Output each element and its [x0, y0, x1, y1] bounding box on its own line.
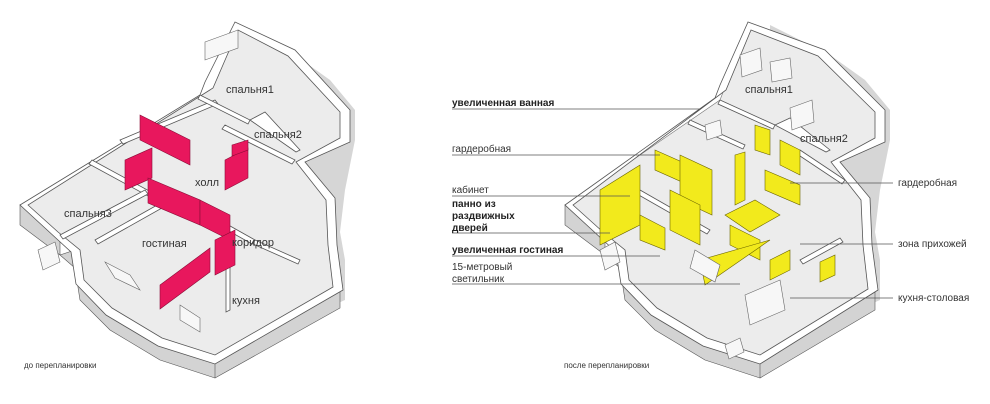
annotation-kitchen-dining: кухня-столовая — [898, 293, 969, 304]
caption-before: до перепланировки — [24, 361, 96, 370]
room-label-after-bedroom1: спальня1 — [745, 84, 793, 96]
room-label-corridor: коридор — [232, 237, 274, 249]
room-label-kitchen: кухня — [232, 295, 260, 307]
annotation-sliding-panel-line1: панно из — [452, 199, 496, 210]
plan-after-left-leaders — [452, 108, 740, 285]
annotation-study: кабинет — [452, 184, 489, 196]
plan-before: спальня1 спальня2 холл спальня3 гостиная… — [19, 21, 355, 379]
plan-after-new-elements — [599, 124, 836, 286]
annotation-wardrobe-right: гардеробная — [898, 177, 957, 189]
plan-before-removed-walls — [124, 114, 249, 310]
plan-after: спальня1 спальня2 увеличенная ванная гар… — [452, 21, 969, 379]
annotation-enlarged-living: увеличенная гостиная — [452, 245, 563, 256]
room-label-bedroom3: спальня3 — [64, 208, 112, 220]
room-label-bedroom2: спальня2 — [254, 129, 302, 141]
room-label-bedroom1: спальня1 — [226, 84, 274, 96]
plan-after-right-leaders — [790, 182, 893, 299]
annotation-lamp-line1: 15-метровый — [452, 262, 512, 273]
annotation-wardrobe-left: гардеробная — [452, 143, 511, 155]
caption-after: после перепланировки — [564, 361, 649, 370]
plan-before-outer-wall — [19, 21, 351, 365]
plan-after-outer-wall — [564, 21, 886, 365]
annotation-lamp-line2: светильник — [452, 274, 505, 285]
annotation-entry-zone: зона прихожей — [898, 239, 967, 250]
annotation-sliding-panel-line3: дверей — [452, 223, 488, 234]
room-label-living: гостиная — [142, 238, 187, 250]
room-label-after-bedroom2: спальня2 — [800, 133, 848, 145]
plan-after-furniture — [599, 47, 815, 360]
plan-before-furniture — [37, 29, 239, 333]
annotation-enlarged-bathroom: увеличенная ванная — [452, 98, 554, 109]
room-label-hall: холл — [195, 177, 219, 189]
annotation-sliding-panel-line2: раздвижных — [452, 211, 515, 222]
